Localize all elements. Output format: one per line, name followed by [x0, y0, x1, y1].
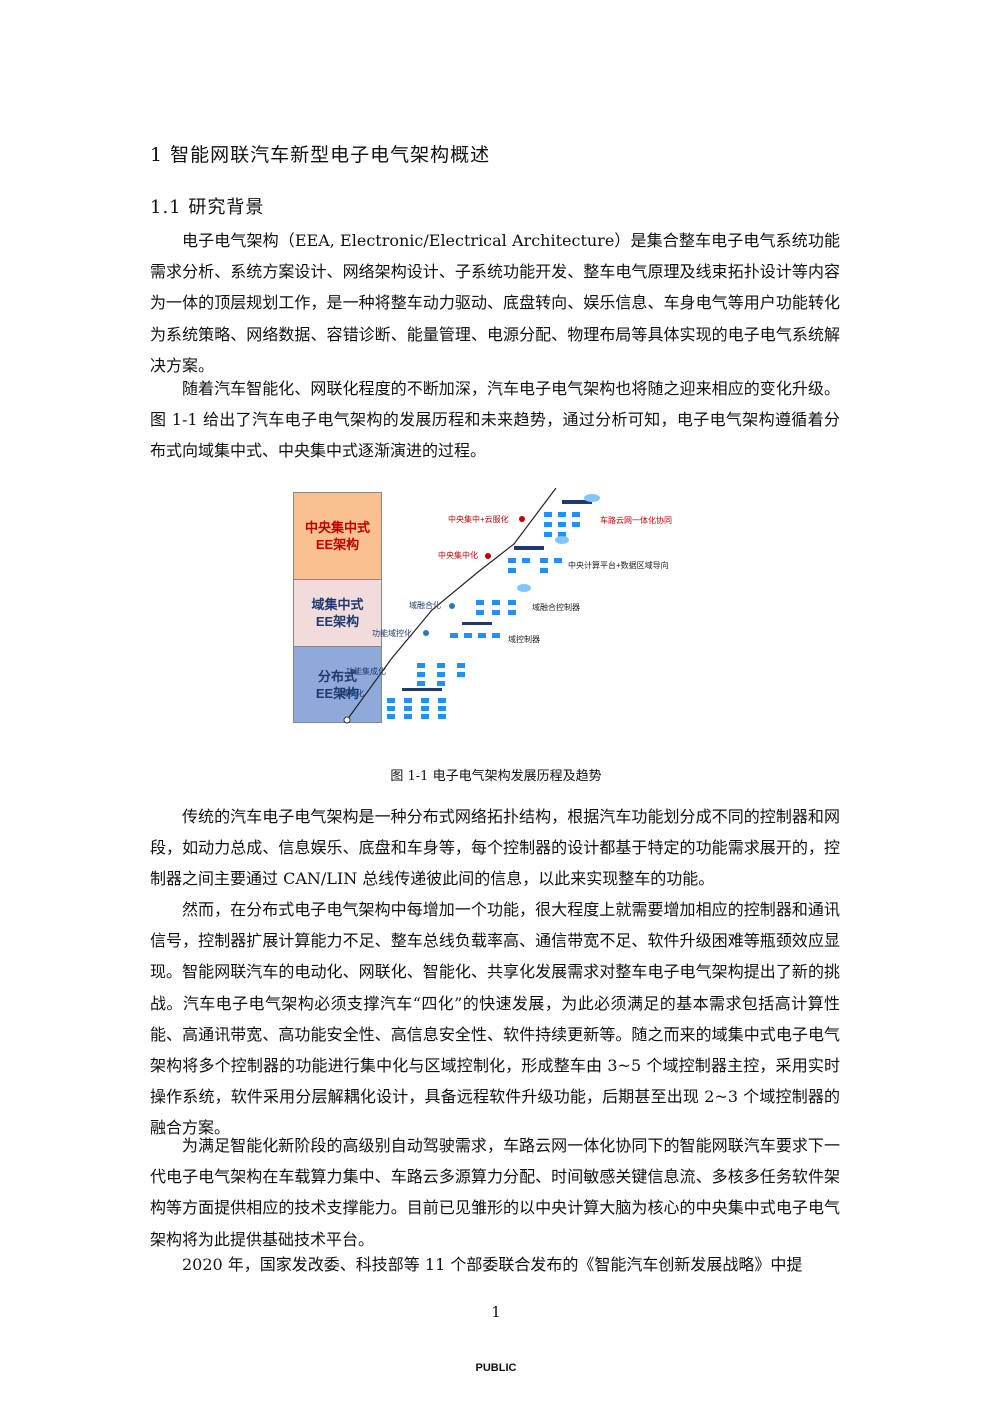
evolution-curve	[346, 488, 557, 721]
ecu-group-modular	[387, 698, 446, 719]
block-domain-label: 域集中式 EE架构	[311, 597, 364, 629]
label-domain-fusion: 域融合化	[409, 601, 441, 610]
block-distributed-label: 分布式 EE架构	[315, 668, 360, 701]
label-domain-fusion-ctrl: 域融合控制器	[532, 603, 580, 612]
node-modular	[343, 716, 351, 724]
node-domain-fusion	[449, 603, 455, 609]
block-domain-eea: 域集中式 EE架构	[293, 579, 382, 647]
paragraph-5: 为满足智能化新阶段的高级别自动驾驶需求，车路云网一体化协同下的智能网联汽车要求下…	[150, 1136, 840, 1249]
label-central-cloud: 中央集中+云服化	[448, 515, 509, 524]
paragraph-6: 2020 年，国家发改委、科技部等 11 个部委联合发布的《智能汽车创新发展战略…	[182, 1255, 803, 1274]
label-func-domain: 功能域控化	[372, 629, 412, 638]
node-central-cloud	[519, 516, 525, 522]
evolution-diagram	[343, 488, 600, 724]
paragraph-3: 传统的汽车电子电气架构是一种分布式网络拓扑结构，根据汽车功能划分成不同的控制器和…	[150, 807, 840, 889]
label-vehicle-road-cloud: 车路云网一体化协同	[600, 516, 672, 525]
figure-caption: 图 1-1 电子电气架构发展历程及趋势	[390, 769, 602, 784]
block-central-label: 中央集中式 EE架构	[304, 520, 370, 552]
ecu-group-integration	[417, 663, 465, 686]
classification-footer: PUBLIC	[475, 1362, 517, 1374]
chapter-heading: 1 智能网联汽车新型电子电气架构概述	[150, 144, 491, 166]
label-central-compute: 中央计算平台+数据区域导向	[568, 561, 669, 570]
page-number: 1	[491, 1303, 501, 1321]
label-modular: 模块化	[340, 689, 364, 698]
ecu-group-domain	[450, 600, 516, 638]
paragraph-2: 随着汽车智能化、网联化程度的不断加深，汽车电子电气架构也将随之迎来相应的变化升级…	[150, 379, 840, 461]
section-heading: 1.1 研究背景	[150, 197, 265, 218]
ecu-group-central	[508, 512, 580, 573]
cloud-icons	[517, 494, 600, 592]
node-central	[485, 553, 491, 559]
label-domain-controller: 域控制器	[508, 635, 540, 644]
block-central-eea: 中央集中式 EE架构	[293, 492, 382, 580]
label-func-integration: 功能集成化	[346, 667, 386, 676]
block-distributed-eea: 分布式 EE架构	[293, 646, 382, 723]
node-func-integration	[351, 690, 357, 696]
controller-bars	[402, 500, 592, 691]
paragraph-4: 然而，在分布式电子电气架构中每增加一个功能，很大程度上就需要增加相应的控制器和通…	[150, 900, 840, 1138]
label-central: 中央集中化	[438, 551, 478, 560]
paragraph-1: 电子电气架构（EEA, Electronic/Electrical Archit…	[150, 231, 840, 375]
node-func-domain	[423, 630, 429, 636]
figure-eea-evolution: 中央集中式 EE架构 域集中式 EE架构 分布式 EE架构	[292, 488, 712, 726]
